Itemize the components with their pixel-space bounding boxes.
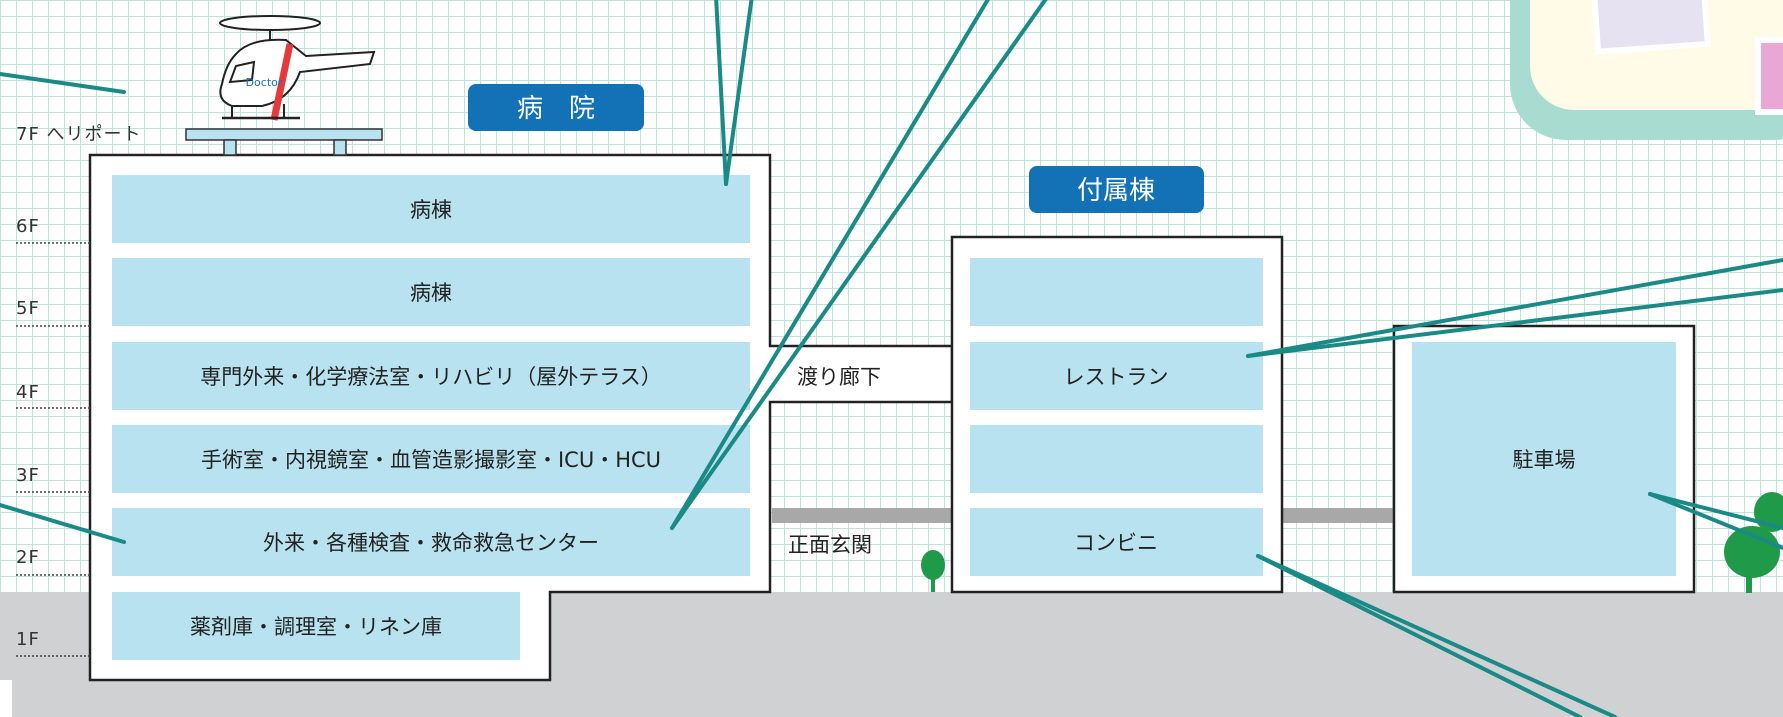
hospital-room-3f (112, 425, 750, 493)
callout-line (1648, 492, 1783, 550)
annex-room (970, 258, 1263, 326)
heliport-pad (185, 128, 383, 156)
annex-room-label: コンビニ (1074, 531, 1158, 555)
callout-line (1256, 554, 1582, 717)
floor-label-1f: 1F (16, 629, 40, 650)
hospital-room-2f (112, 508, 750, 576)
callout-line (1256, 554, 1617, 717)
hospital-room-4f (112, 342, 750, 410)
callout-line (1246, 258, 1783, 358)
room-label: 病棟 (410, 281, 452, 305)
hospital-title: 病 院 (517, 94, 595, 124)
helicopter-label: Doctor (246, 76, 283, 89)
floor-label-2f: 2F (16, 547, 40, 568)
connector-bar (1282, 508, 1394, 523)
callout-line (714, 0, 728, 186)
entrance-label: 正面玄関 (788, 533, 872, 557)
ground-left (0, 680, 12, 717)
room-label: 外来・各種検査・救命救急センター (263, 531, 599, 555)
parking-room (1412, 342, 1676, 576)
room-label: 手術室・内視鏡室・血管造影撮影室・ICU・HCU (201, 448, 661, 472)
annex-title: 付属棟 (1077, 176, 1155, 206)
room-label: 病棟 (410, 198, 452, 222)
annex-room (970, 342, 1263, 410)
callout-line (1648, 492, 1783, 530)
hospital-room-6f (112, 175, 750, 243)
floor-label-5f: 5F (16, 298, 40, 319)
callout-line (1246, 288, 1783, 358)
photo-frame (1510, 0, 1783, 140)
parking-label: 駐車場 (1513, 448, 1576, 472)
tree-icon (921, 550, 945, 592)
callout-line (670, 0, 1048, 530)
callout-line (0, 72, 126, 94)
annex-room (970, 425, 1263, 493)
hospital-room-5f (112, 258, 750, 326)
annex-room-label: レストラン (1064, 365, 1169, 389)
callout-line (670, 0, 990, 530)
floor-label-3f: 3F (16, 465, 40, 486)
doctor-helicopter-icon (219, 15, 376, 121)
callout-line (724, 0, 754, 186)
annex-room (970, 508, 1263, 576)
hospital-title-badge (468, 84, 644, 131)
hospital-room-1f (112, 592, 520, 660)
connector-bar (772, 508, 952, 523)
room-label: 薬剤庫・調理室・リネン庫 (190, 615, 442, 639)
annex-title-badge (1029, 166, 1204, 213)
floor-label-7f: 7F へリポート (16, 124, 142, 145)
floor-label-4f: 4F (16, 382, 40, 403)
floor-label-6f: 6F (16, 216, 40, 237)
callout-line (0, 503, 126, 544)
corridor-label: 渡り廊下 (797, 365, 881, 389)
room-label: 専門外来・化学療法室・リハビリ（屋外テラス） (200, 365, 662, 389)
